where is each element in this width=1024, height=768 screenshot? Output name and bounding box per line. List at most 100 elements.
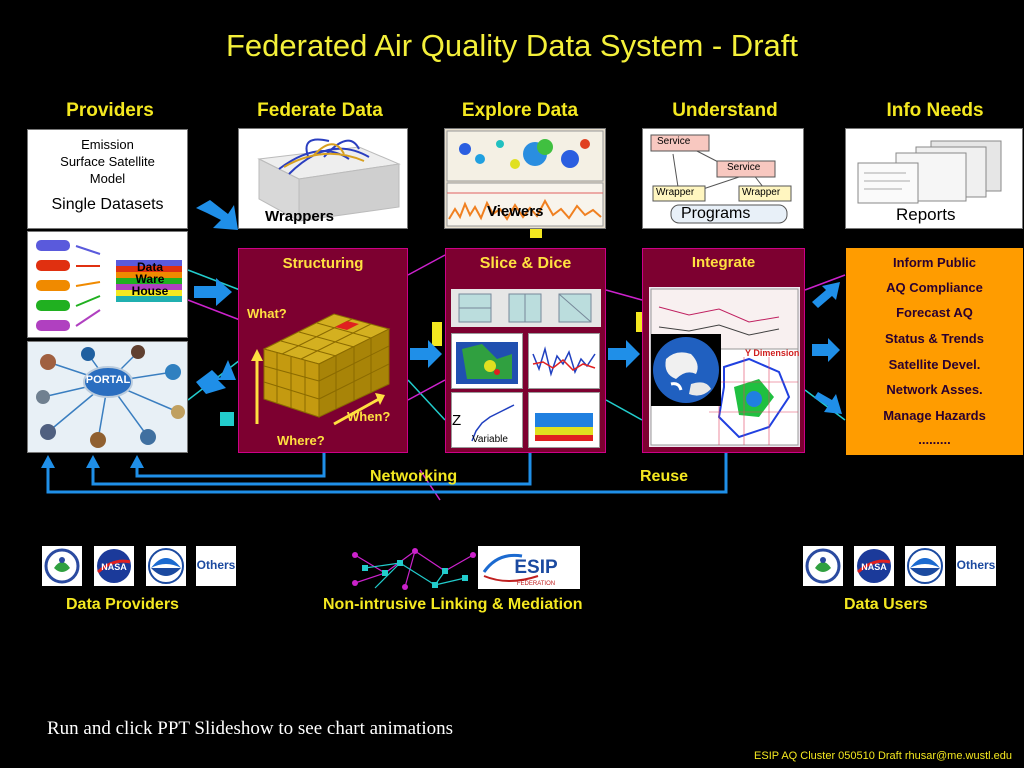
service-node — [716, 160, 776, 178]
info-need-item: Satellite Devel. — [888, 357, 981, 372]
arrow-up-icon — [130, 455, 144, 468]
column-heading-understand: Understand — [672, 100, 778, 121]
reports-image: Reports — [845, 128, 1023, 229]
arrow-icon — [410, 340, 442, 368]
reuse-label: Reuse — [640, 468, 689, 485]
wrapper-node — [738, 185, 792, 202]
reports-label: Reports — [896, 205, 956, 224]
service-node — [650, 134, 710, 152]
epa-logo — [42, 546, 82, 586]
vertical-profile-trend-thumbnail — [528, 392, 600, 448]
nasa-logo: NASA — [94, 546, 134, 586]
others-logo: Others — [956, 546, 996, 586]
structuring-panel: Structuring What? When? — [238, 248, 408, 453]
column-heading-explore-data: Explore Data — [461, 100, 579, 121]
warehouse-label-house: House — [131, 284, 169, 298]
programs-label: Programs — [681, 205, 751, 222]
nasa-logo-text: NASA — [861, 562, 887, 572]
viewer-maps-illustration — [446, 130, 604, 227]
dataset-type-surface-satellite: Surface Satellite — [60, 154, 155, 169]
axis-where: Where? — [277, 433, 325, 448]
info-need-item: Inform Public — [892, 255, 977, 270]
warehouse-diagram — [36, 240, 182, 331]
globe-image — [651, 334, 721, 406]
y-dimension-label: Y Dimension — [745, 348, 800, 358]
others-logo-text: Others — [956, 558, 996, 572]
connector-line — [407, 254, 446, 276]
arrow-up-icon — [86, 455, 100, 468]
connector-line — [407, 379, 446, 421]
connector-line — [804, 389, 846, 421]
connector-line — [407, 379, 446, 401]
integrate-panel: Integrate Y Dimension — [642, 248, 805, 453]
slice-dice-panel: Slice & Dice Z Variable — [445, 248, 606, 453]
linking-mediation-caption: Non-intrusive Linking & Mediation — [323, 596, 583, 613]
network-graph-icon — [352, 548, 476, 590]
service-label-1: Service — [657, 136, 691, 147]
axis-when: When? — [347, 409, 391, 424]
connector-line — [187, 299, 241, 321]
single-datasets-box: Emission Surface Satellite Model Single … — [27, 129, 188, 229]
warehouse-label-ware: Ware — [135, 272, 165, 286]
info-need-item: Status & Trends — [885, 331, 984, 346]
axis-what: What? — [247, 306, 287, 321]
service-wrapper-diagram — [650, 134, 792, 224]
esip-federation-text: FEDERATION — [517, 581, 555, 587]
wrapper-node — [652, 185, 706, 202]
viewers-image: Viewers — [444, 128, 606, 229]
slideshow-note: Run and click PPT Slideshow to see chart… — [47, 718, 453, 739]
gift-box-illustration — [257, 138, 401, 222]
page-title: Federated Air Quality Data System - Draf… — [226, 28, 798, 63]
data-providers-caption: Data Providers — [66, 596, 179, 613]
wrapper-label-1: Wrapper — [656, 187, 695, 198]
xy-map-thumbnail — [451, 333, 523, 389]
service-label-2: Service — [727, 162, 761, 173]
yellow-marker — [432, 322, 442, 346]
cube-slices — [451, 289, 601, 327]
cube-grid — [262, 313, 391, 418]
data-cube-illustration — [251, 313, 391, 426]
portal-label: PORTAL — [85, 374, 131, 386]
axis-z-label: Z — [452, 412, 462, 429]
portal-diagram — [36, 345, 185, 448]
axis-arrow — [251, 349, 385, 426]
data-users-caption: Data Users — [844, 596, 928, 613]
column-heading-info-needs: Info Needs — [886, 100, 984, 121]
portal-box: PORTAL — [27, 341, 188, 453]
arrow-icon — [196, 200, 238, 230]
integrate-title: Integrate — [691, 254, 756, 271]
programs-image: Service Service Wrapper Wrapper Programs — [642, 128, 804, 229]
arrow-icon — [814, 392, 842, 414]
feedback-loop — [46, 453, 728, 494]
others-logo: Others — [196, 546, 236, 586]
dataset-type-emission: Emission — [81, 137, 134, 152]
info-need-item: Forecast AQ — [896, 305, 973, 320]
programs-cylinder — [670, 204, 788, 224]
footer-credit: ESIP AQ Cluster 050510 Draft rhusar@me.w… — [754, 750, 1012, 762]
cylinder-icon — [36, 240, 70, 331]
connector-line — [804, 274, 846, 291]
arrow-icon — [608, 340, 640, 368]
viewers-label: Viewers — [487, 203, 544, 220]
arrow-icon — [194, 278, 232, 306]
time-chart-thumbnail — [528, 333, 600, 389]
connector-line — [605, 289, 643, 301]
epa-logo — [803, 546, 843, 586]
single-datasets-caption: Single Datasets — [51, 196, 164, 213]
noaa-logo — [146, 546, 186, 586]
warehouse-label-data: Data — [136, 260, 163, 274]
nasa-logo-text: NASA — [101, 562, 127, 572]
structuring-title: Structuring — [282, 255, 364, 272]
info-need-item: Network Asses. — [886, 382, 983, 397]
data-source-node — [36, 345, 185, 448]
dataset-type-model: Model — [89, 171, 126, 186]
warehouse-stripes — [116, 260, 182, 302]
info-need-item: Manage Hazards — [883, 408, 986, 423]
info-need-item: ......... — [918, 432, 951, 447]
wrapper-label-2: Wrapper — [742, 187, 781, 198]
wrappers-image: Wrappers — [238, 128, 408, 229]
esip-logo-text: ESIP — [514, 557, 558, 578]
map-blobs — [459, 139, 590, 169]
cyan-marker — [220, 412, 234, 426]
